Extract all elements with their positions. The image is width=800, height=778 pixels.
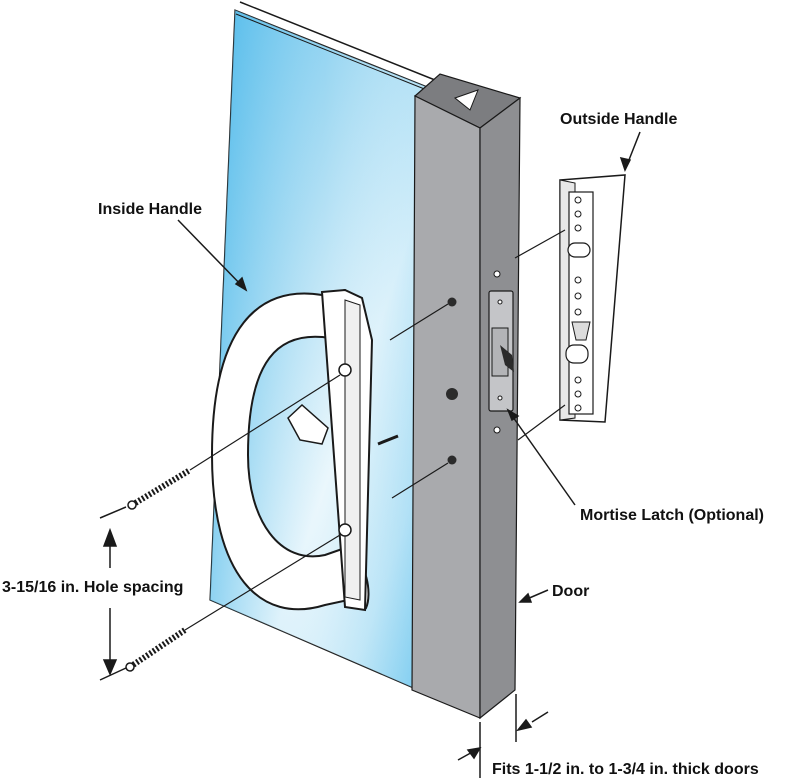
hole-spacing-label: 3-15/16 in. Hole spacing xyxy=(2,579,183,596)
outside-handle-screw-posts xyxy=(574,196,582,412)
inside-handle-label: Inside Handle xyxy=(98,201,202,218)
alignment-lines xyxy=(184,229,566,631)
door-thickness-label: Fits 1-1/2 in. to 1-3/4 in. thick doors xyxy=(492,761,759,778)
glass-panel xyxy=(209,1,456,691)
inside-handle xyxy=(210,288,399,612)
leader-lines xyxy=(177,131,641,603)
thickness-dimension xyxy=(457,694,549,778)
mortise-latch-label: Mortise Latch (Optional) xyxy=(580,507,764,524)
mounting-screws xyxy=(125,467,192,672)
outside-handle xyxy=(559,174,626,423)
mortise-latch xyxy=(488,270,514,434)
door-label: Door xyxy=(552,583,589,600)
outside-handle-label: Outside Handle xyxy=(560,111,677,128)
hole-spacing-dimension xyxy=(99,506,127,681)
